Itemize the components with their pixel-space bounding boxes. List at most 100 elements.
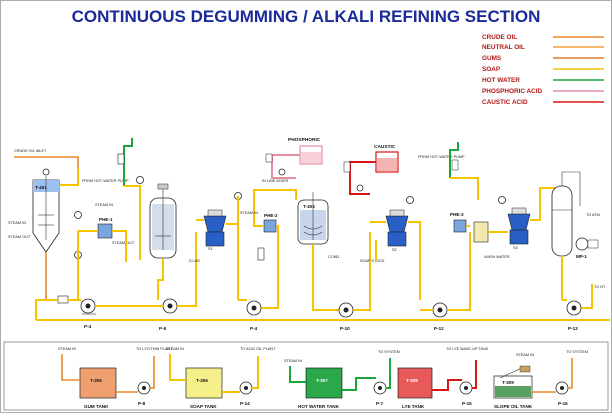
s2-tag: S2 bbox=[392, 248, 397, 252]
hot-water-tank-label: HOT WATER TANK bbox=[298, 404, 340, 409]
p13-lines bbox=[562, 284, 593, 309]
tank-t401 bbox=[32, 168, 60, 253]
to-nt-label: TO NT bbox=[594, 285, 606, 289]
vacuum-pump-mp1 bbox=[575, 237, 599, 251]
steam-in-label-3: STEAM IN bbox=[240, 211, 258, 215]
t403-bottom bbox=[312, 244, 340, 311]
p16-discharge bbox=[568, 358, 573, 389]
pump-p4a-tag: P-4 bbox=[84, 324, 92, 329]
svg-text:HOT WATER: HOT WATER bbox=[482, 77, 520, 84]
dlar-label: D'LAR bbox=[189, 259, 200, 263]
pump-p7-tag: P-7 bbox=[376, 401, 384, 406]
legend-item-neutral-oil: NEUTRAL OIL bbox=[482, 44, 604, 51]
soap-tank-t306 bbox=[185, 367, 223, 399]
hot-water-tank-lines bbox=[289, 366, 376, 391]
p10-discharge bbox=[354, 232, 371, 311]
p15-discharge bbox=[472, 360, 477, 389]
heat-exchanger-phe2 bbox=[263, 219, 277, 233]
steam-in-label-1: STEAM IN bbox=[8, 221, 26, 225]
pump-p10-tag: P-10 bbox=[340, 326, 350, 331]
phe2-tag: PHE-2 bbox=[264, 213, 278, 218]
s3-lines bbox=[488, 187, 556, 233]
t308-tag: T-308 bbox=[406, 378, 418, 383]
p5-bottom bbox=[157, 258, 164, 300]
steam-in-label-b2: STEAM IN bbox=[166, 347, 184, 351]
soap-tank-lines bbox=[169, 354, 240, 393]
pump-p15-tag: P-15 bbox=[462, 401, 472, 406]
steam-out-label-2: STEAM OUT bbox=[112, 241, 135, 245]
pump-p4b-tag: P-4 bbox=[250, 326, 258, 331]
phe2-to-mixer bbox=[253, 189, 297, 227]
phe3-feed bbox=[450, 177, 479, 200]
gum-tank-t305 bbox=[79, 367, 117, 399]
steam-in-label-b1: STEAM IN bbox=[58, 347, 76, 351]
to-lecithin-label: TO LYCITHIN PLANT bbox=[136, 347, 173, 351]
steam-in-label-b4: STEAM IN bbox=[516, 353, 534, 357]
pump-p15 bbox=[459, 381, 473, 395]
lye-tank-lines bbox=[432, 379, 462, 391]
t306-tag: T-306 bbox=[196, 378, 208, 383]
pump-p5-tag: P-5 bbox=[159, 326, 167, 331]
wash-water-label: WASH WATER bbox=[484, 255, 510, 259]
p5-discharge bbox=[178, 232, 197, 307]
to-system-label-2: TO SYSTEM bbox=[566, 350, 588, 354]
pump-p5 bbox=[162, 298, 178, 314]
page-title: CONTINUOUS DEGUMMING / ALKALI REFINING S… bbox=[72, 7, 541, 26]
soap-stock-label: SOAP STOCK bbox=[360, 259, 385, 263]
phe1-tag: PHE-1 bbox=[99, 217, 113, 222]
pump-p13 bbox=[566, 300, 582, 316]
pump-p13-tag: P-13 bbox=[568, 326, 578, 331]
legend: CRUDE OIL NEUTRAL OIL GUMS SOAP HOT WATE… bbox=[482, 34, 604, 106]
pump-p8 bbox=[137, 381, 151, 395]
svg-text:NEUTRAL OIL: NEUTRAL OIL bbox=[482, 44, 525, 51]
s2-lines bbox=[370, 221, 421, 300]
hot-water-tank-t307 bbox=[305, 367, 343, 399]
storage-section-frame bbox=[3, 341, 609, 411]
phosphoric-line bbox=[271, 154, 300, 179]
to-lye-label: TO LYE MAKE-UP TANK bbox=[446, 347, 489, 351]
tank-t401-tag: T-401 bbox=[35, 185, 47, 190]
phosphoric-label: PHOSPHORIC bbox=[288, 137, 321, 143]
steam-out-label-1: STEAM OUT bbox=[8, 235, 31, 239]
pump-p14 bbox=[239, 381, 253, 395]
svg-text:CRUDE OIL: CRUDE OIL bbox=[482, 34, 517, 41]
phe1-outlet bbox=[112, 230, 127, 262]
feed-to-t5 bbox=[124, 185, 141, 260]
s1-tag: S1 bbox=[208, 247, 213, 251]
pump-p16 bbox=[555, 381, 569, 395]
heat-exchanger-phe3 bbox=[453, 219, 467, 233]
legend-item-gums: GUMS bbox=[482, 55, 604, 62]
caustic-line bbox=[349, 161, 376, 195]
legend-item-crude-oil: CRUDE OIL bbox=[482, 34, 604, 41]
gum-tank-lines bbox=[61, 354, 138, 393]
t401-top-line bbox=[59, 168, 79, 186]
to-atm-label: TO ATM bbox=[586, 213, 600, 217]
caustic-tank bbox=[375, 151, 399, 173]
phosphoric-tank bbox=[299, 145, 323, 165]
p12-lines bbox=[420, 232, 471, 311]
t309-tag: T-309 bbox=[502, 380, 514, 385]
soap-tank-label: SOAP TANK bbox=[190, 404, 217, 409]
legend-item-hot-water: HOT WATER bbox=[482, 77, 604, 84]
heat-exchanger-phe1 bbox=[97, 223, 113, 239]
s3-tag: S3 bbox=[513, 246, 518, 250]
centrifuge-s2 bbox=[385, 209, 409, 247]
phe3-tag: PHE-3 bbox=[450, 212, 464, 217]
p7-discharge bbox=[386, 358, 391, 389]
slope-oil-tank-t309 bbox=[493, 365, 533, 399]
pump-p7 bbox=[373, 381, 387, 395]
legend-item-soap: SOAP bbox=[482, 66, 604, 73]
pump-p10 bbox=[338, 302, 354, 318]
mp1-tag: MP-1 bbox=[576, 254, 587, 259]
to-acid-oil-label: TO ACID OIL PLANT bbox=[240, 347, 276, 351]
t403-tag: T-403 bbox=[303, 204, 315, 209]
svg-text:CAUSTIC ACID: CAUSTIC ACID bbox=[482, 99, 528, 106]
crude-oil-inlet-label: CRUDE OIL INLET bbox=[14, 149, 47, 153]
legend-item-phosphoric-acid: PHOSPHORIC ACID bbox=[482, 88, 604, 95]
inline-mixer-label: IN LINE MIXER bbox=[262, 179, 289, 183]
caustic-label: CAUSTIC bbox=[374, 144, 396, 150]
p4b-discharge bbox=[262, 225, 279, 309]
legend-item-caustic-acid: CAUSTIC ACID bbox=[482, 99, 604, 106]
slope-oil-tank-label: SLOPE OIL TANK bbox=[494, 404, 533, 409]
